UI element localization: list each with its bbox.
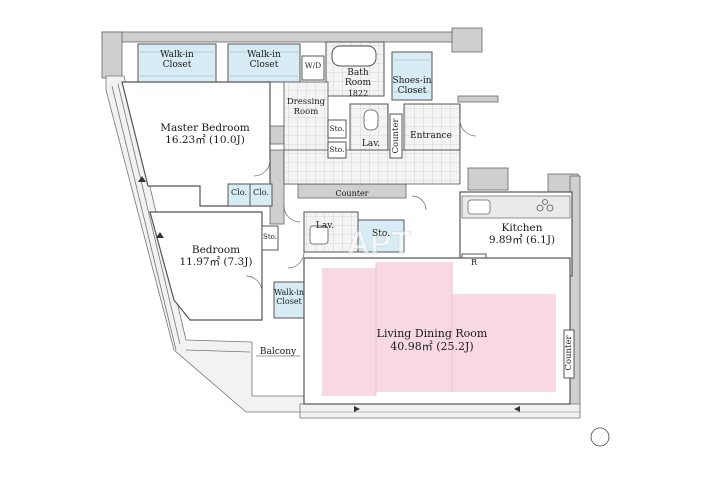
watermark-text: APT: [347, 225, 411, 261]
counter-living-label: Counter: [564, 335, 574, 371]
bathtub-icon: [331, 45, 377, 67]
master-bedroom-area: [121, 81, 271, 207]
walkin-closet-1-area: [137, 43, 217, 83]
closet-rails: [140, 51, 298, 77]
sto-b-box: [327, 141, 347, 159]
north-arrow-icon: [590, 427, 610, 447]
walkin-closet-2-area: [227, 43, 301, 83]
south-balcony: [299, 403, 581, 419]
sto-c-box: [261, 225, 279, 251]
stove-icon: [536, 199, 554, 212]
sink-icon: [309, 225, 329, 245]
clo-2-label: Clo.: [253, 188, 269, 197]
shoes-shelves: [394, 59, 430, 93]
sto-a-box: [327, 119, 347, 139]
sto-c-label: Sto.: [263, 233, 277, 241]
living-floor-pink: [322, 262, 556, 396]
hall-tile-area: [283, 149, 461, 185]
clo-2-box: [249, 183, 273, 207]
wd-label: W/D: [304, 61, 322, 70]
wd-area: [301, 55, 325, 81]
kitchen-sink-icon: [467, 199, 491, 215]
window-arrows: [138, 176, 520, 412]
clo-1-label: Clo.: [231, 188, 247, 197]
sto-d-label: Sto.: [372, 229, 390, 239]
counter-living-box: [563, 329, 575, 379]
door-swings: [245, 119, 477, 293]
counter-hall-label: Counter: [335, 189, 369, 198]
entrance-label: Entrance: [410, 131, 452, 141]
lav-1-label: Lav.: [361, 139, 381, 149]
toilet-icon: [363, 109, 379, 131]
balcony-railing: [105, 75, 313, 413]
balcony-label: Balcony: [259, 347, 297, 357]
sto-d-box: [357, 219, 405, 253]
counter-vertical-box: [389, 113, 403, 159]
sto-b-label: Sto.: [329, 145, 345, 154]
counter-vertical-label: Counter: [391, 118, 401, 154]
bedroom-area: [149, 211, 263, 321]
entrance-area: [403, 103, 461, 151]
living-floor-seams: [375, 262, 453, 396]
lav-2-label: Lav.: [315, 221, 335, 231]
sto-a-label: Sto.: [329, 124, 345, 133]
fridge-label: R: [470, 258, 478, 267]
